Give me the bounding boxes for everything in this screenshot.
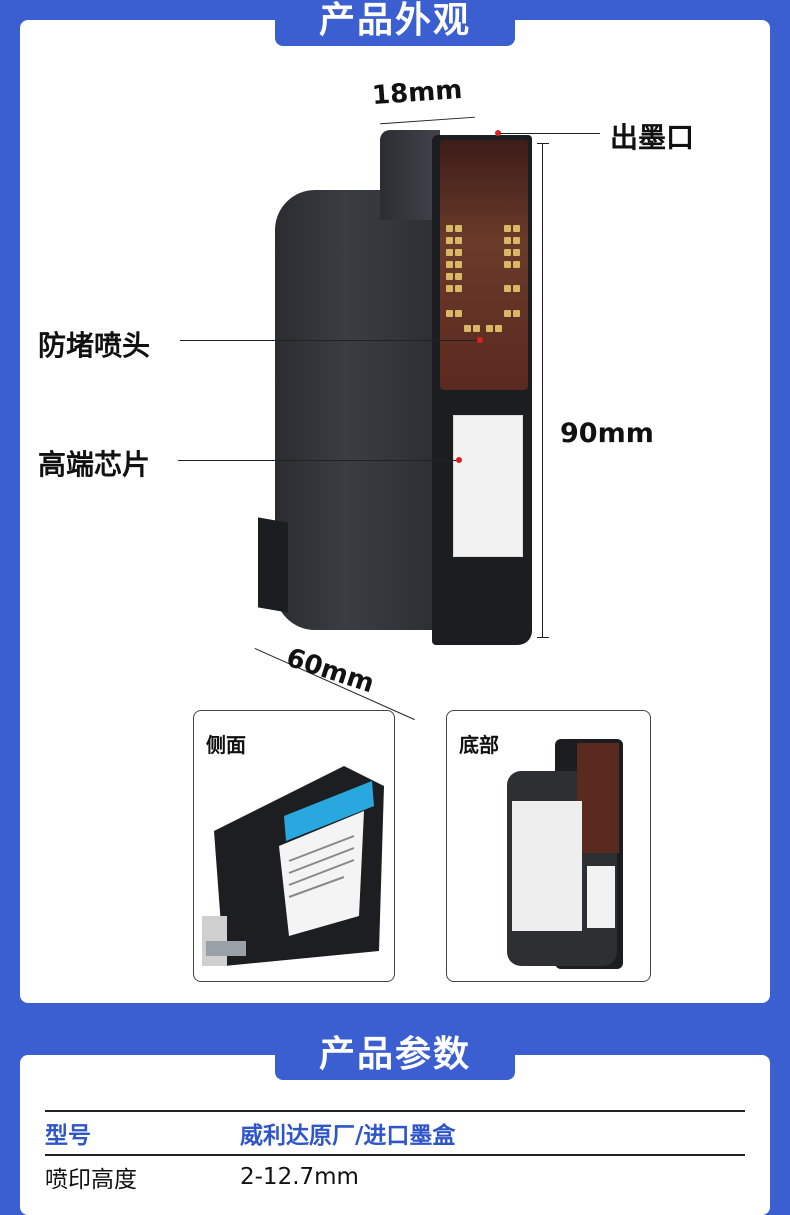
contact-pad <box>446 310 453 317</box>
height-dimension-line <box>542 143 543 638</box>
ink-outlet-marker <box>495 130 501 136</box>
contact-pad <box>446 249 453 256</box>
contact-pad <box>455 249 462 256</box>
contact-pad <box>513 225 520 232</box>
contact-pad <box>504 237 511 244</box>
side-view-thumbnail: 侧面 <box>193 710 395 982</box>
contact-pad <box>446 261 453 268</box>
contact-pad <box>446 285 453 292</box>
nozzle-marker <box>477 337 483 343</box>
contact-pad <box>455 225 462 232</box>
contact-pad <box>513 261 520 268</box>
contact-pad <box>504 249 511 256</box>
nozzle-leader <box>180 340 478 341</box>
contact-pad <box>455 310 462 317</box>
param-value: 2-12.7mm <box>240 1154 745 1198</box>
ink-outlet-leader <box>500 133 600 134</box>
contact-pad <box>464 325 471 332</box>
contact-pad <box>455 237 462 244</box>
contact-pad <box>486 325 493 332</box>
params-section-title: 产品参数 <box>275 1030 515 1080</box>
ink-outlet-label: 出墨口 <box>610 121 695 154</box>
contact-pad <box>446 225 453 232</box>
table-row: 型号 威利达原厂/进口墨盒 <box>45 1110 745 1155</box>
bottom-view-title: 底部 <box>459 733 499 757</box>
contact-pad <box>473 325 480 332</box>
param-key: 喷印高度 <box>45 1154 240 1198</box>
side-view-title: 侧面 <box>206 733 246 757</box>
nozzle-plate <box>440 140 528 390</box>
width-dimension-label: 18mm <box>371 74 464 112</box>
bottom-view-image <box>507 739 623 969</box>
bottom-view-thumbnail: 底部 <box>446 710 651 982</box>
contact-pad <box>495 325 502 332</box>
params-table: 型号 威利达原厂/进口墨盒 喷印高度 2-12.7mm <box>45 1110 745 1198</box>
contact-pad <box>513 237 520 244</box>
cartridge-top <box>380 130 440 220</box>
contact-pad <box>455 285 462 292</box>
height-tick-bottom <box>537 637 549 638</box>
chip-leader <box>178 460 458 461</box>
contact-pad <box>446 273 453 280</box>
contact-pad <box>513 310 520 317</box>
contact-pad <box>513 285 520 292</box>
contact-pad <box>513 249 520 256</box>
param-value: 威利达原厂/进口墨盒 <box>240 1110 745 1155</box>
appearance-section-title: 产品外观 <box>275 0 515 46</box>
contact-pad <box>504 310 511 317</box>
chip-label <box>453 415 523 557</box>
height-tick-top <box>537 143 549 144</box>
contact-pad <box>504 285 511 292</box>
contact-pad <box>455 261 462 268</box>
chip-marker <box>456 457 462 463</box>
table-row: 喷印高度 2-12.7mm <box>45 1154 745 1198</box>
contact-pad <box>446 237 453 244</box>
cartridge-body <box>275 190 455 630</box>
side-view-image <box>202 766 384 966</box>
param-key: 型号 <box>45 1110 240 1155</box>
height-dimension-label: 90mm <box>560 418 654 449</box>
contact-pad <box>504 225 511 232</box>
contact-pad <box>455 273 462 280</box>
cartridge-foot <box>258 517 288 613</box>
contact-pad <box>504 261 511 268</box>
nozzle-label: 防堵喷头 <box>38 329 151 362</box>
chip-callout-label: 高端芯片 <box>38 448 151 481</box>
